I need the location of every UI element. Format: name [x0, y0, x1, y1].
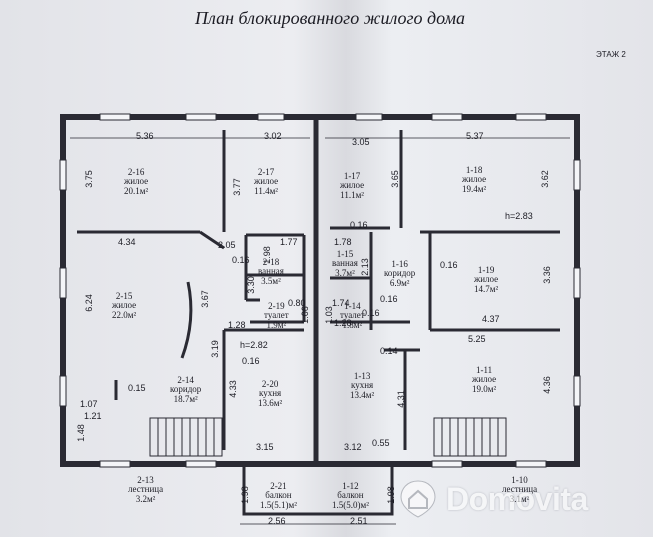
dim: 3.65 [389, 170, 400, 188]
dim: 4.31 [395, 390, 406, 408]
dim: 6.24 [83, 294, 94, 312]
dim: 2.56 [268, 516, 286, 526]
floor-label: ЭТАЖ 2 [596, 50, 626, 59]
dim: 1.28 [228, 320, 246, 330]
dim: 3.19 [209, 340, 220, 358]
stair-left-treads [157, 418, 215, 456]
watermark-text: Domovita [446, 480, 588, 517]
dim: 1.74 [332, 298, 350, 308]
dim: 1.98 [261, 246, 272, 264]
dim: 4.33 [227, 380, 238, 398]
dim: 0.14 [380, 346, 398, 356]
dim: 0.16 [380, 294, 398, 304]
watermark: Domovita [398, 478, 588, 520]
dim: 5.25 [468, 334, 486, 344]
dim: 5.37 [466, 131, 484, 141]
dim: 3.36 [541, 266, 552, 284]
dim: 2.05 [218, 240, 236, 250]
dim: 0.16 [362, 308, 380, 318]
dim: 1.06 [299, 306, 310, 324]
dim: 3.02 [264, 131, 282, 141]
dim: 2.51 [350, 516, 368, 526]
dim: 1.98 [385, 486, 396, 504]
dim: 3.67 [199, 290, 210, 308]
dim: 3.75 [83, 170, 94, 188]
dim: 1.48 [75, 424, 86, 442]
dim: 1.21 [84, 411, 102, 421]
dim: 3.05 [352, 137, 370, 147]
house-pin-icon [400, 480, 436, 518]
dim: 1.03 [323, 306, 334, 324]
dim: 5.36 [136, 131, 154, 141]
dim: 0.16 [350, 220, 368, 230]
dim: 4.36 [541, 376, 552, 394]
dim: 3.62 [539, 170, 550, 188]
dim: h=2.82 [240, 340, 268, 350]
balcony-left-rail [242, 464, 316, 516]
dim: h=2.83 [505, 211, 533, 221]
dim: 0.16 [440, 260, 458, 270]
dim: 3.30 [245, 276, 256, 294]
dim: 1.78 [334, 237, 352, 247]
dim: 1.28 [334, 318, 352, 328]
dim: 3.77 [231, 178, 242, 196]
plan-title: План блокированного жилого дома [195, 8, 465, 28]
dim: 3.12 [344, 442, 362, 452]
stair-right-treads [441, 418, 499, 456]
dim: 1.98 [239, 486, 250, 504]
dim: 0.16 [242, 356, 260, 366]
dim: 1.07 [80, 399, 98, 409]
dim: 0.16 [232, 255, 250, 265]
dim: 4.37 [482, 314, 500, 324]
dim: 0.80 [288, 298, 306, 308]
dim: 1.77 [280, 237, 298, 247]
dim: 2.13 [359, 258, 370, 276]
dim: 4.34 [118, 237, 136, 247]
dim: 0.55 [372, 438, 390, 448]
dim: 0.15 [128, 383, 146, 393]
dim: 3.15 [256, 442, 274, 452]
balcony-right-rail [316, 464, 394, 516]
